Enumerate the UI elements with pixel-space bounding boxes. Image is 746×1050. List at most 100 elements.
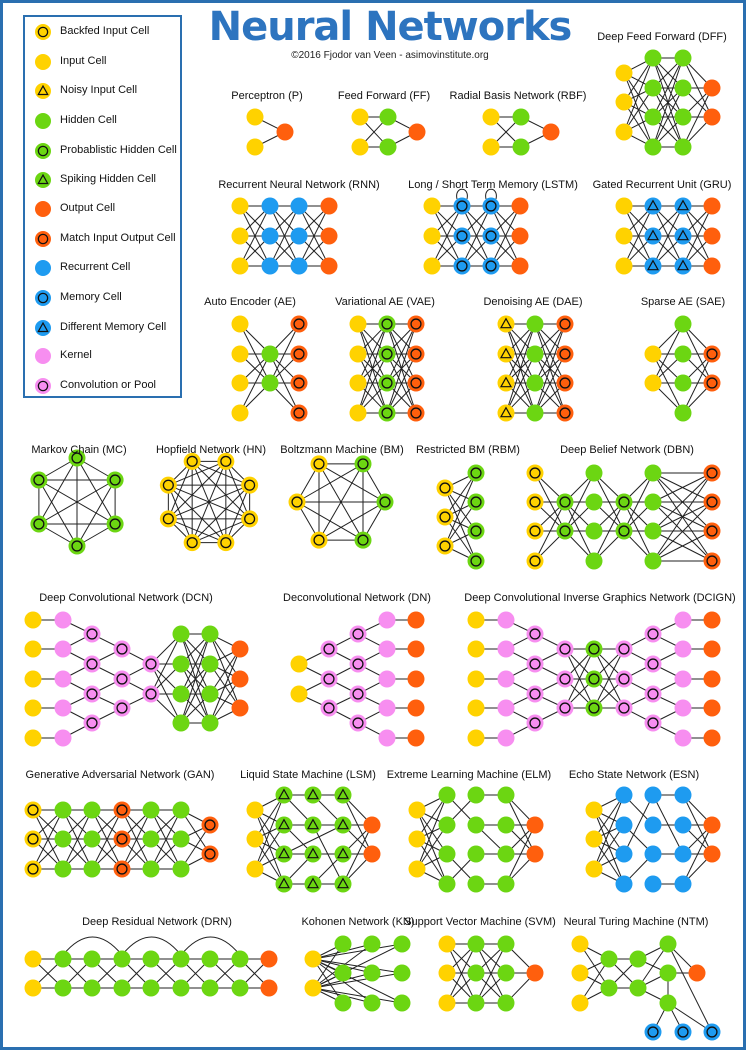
cell-hidden	[334, 935, 352, 953]
cell-input-triangle	[497, 404, 515, 422]
cell-input	[304, 950, 322, 968]
network-title-svm: Support Vector Machine (SVM)	[404, 916, 556, 928]
cell-output-circle	[35, 231, 51, 247]
legend-item: Different Memory Cell	[33, 318, 183, 338]
cell-hidden-circle	[30, 471, 48, 489]
cell-recurrent-circle	[453, 227, 471, 245]
cell-kernel-circle	[320, 640, 338, 658]
cell-hidden-triangle	[35, 172, 51, 188]
network-title-ff: Feed Forward (FF)	[338, 90, 430, 102]
cell-hidden	[585, 552, 603, 570]
cell-hidden	[512, 138, 530, 156]
cell-input	[467, 670, 485, 688]
cell-kernel-circle	[644, 714, 662, 732]
cell-kernel-circle	[349, 714, 367, 732]
cell-input	[231, 227, 249, 245]
cell-hidden	[363, 935, 381, 953]
cell-output-circle	[407, 374, 425, 392]
cell-hidden-circle	[467, 522, 485, 540]
cell-output	[526, 845, 544, 863]
cell-kernel	[674, 640, 692, 658]
cell-input	[231, 315, 249, 333]
cell-output	[363, 816, 381, 834]
cell-kernel-circle	[644, 655, 662, 673]
cell-hidden	[363, 964, 381, 982]
cell-output	[688, 964, 706, 982]
cell-output	[320, 197, 338, 215]
cell-recurrent	[261, 257, 279, 275]
cell-input	[290, 655, 308, 673]
cell-input-circle	[310, 531, 328, 549]
cell-hidden	[467, 845, 485, 863]
cell-output	[511, 257, 529, 275]
cell-input	[231, 345, 249, 363]
cell-input	[24, 611, 42, 629]
network-title-elm: Extreme Learning Machine (ELM)	[387, 769, 551, 781]
cell-hidden	[172, 950, 190, 968]
cell-hidden	[644, 464, 662, 482]
network-title-dcign: Deep Convolutional Inverse Graphics Netw…	[464, 592, 735, 604]
cell-output	[407, 670, 425, 688]
legend-label: Kernel	[60, 349, 92, 361]
cell-kernel	[54, 640, 72, 658]
cell-recurrent-circle	[482, 197, 500, 215]
cell-hidden-triangle	[334, 875, 352, 893]
cell-input	[351, 108, 369, 126]
cell-kernel-circle	[349, 655, 367, 673]
cell-recurrent-triangle	[674, 197, 692, 215]
poster-credit: ©2016 Fjodor van Veen - asimovinstitute.…	[291, 50, 489, 61]
cell-kernel	[497, 640, 515, 658]
cell-hidden	[201, 625, 219, 643]
legend: Backfed Input Cell Input Cell Noisy Inpu…	[23, 15, 182, 398]
cell-output	[407, 699, 425, 717]
cell-recurrent-circle	[453, 197, 471, 215]
cell-hidden	[334, 964, 352, 982]
cell-hidden	[172, 801, 190, 819]
cell-kernel-circle	[113, 640, 131, 658]
cell-input	[467, 640, 485, 658]
cell-hidden	[172, 860, 190, 878]
cell-hidden	[393, 964, 411, 982]
cell-hidden	[172, 979, 190, 997]
cell-kernel-circle	[556, 699, 574, 717]
legend-label: Input Cell	[60, 55, 107, 67]
legend-item: Kernel	[33, 346, 183, 366]
cell-recurrent	[674, 816, 692, 834]
cell-hidden	[83, 950, 101, 968]
cell-input	[349, 404, 367, 422]
cell-hidden	[113, 979, 131, 997]
cell-input	[349, 345, 367, 363]
cell-recurrent	[261, 197, 279, 215]
cell-hidden	[674, 138, 692, 156]
cell-hidden	[261, 345, 279, 363]
cell-input	[408, 830, 426, 848]
cell-recurrent	[261, 227, 279, 245]
cell-input	[24, 699, 42, 717]
cell-output	[231, 640, 249, 658]
network-title-lsm: Liquid State Machine (LSM)	[240, 769, 376, 781]
cell-input	[467, 611, 485, 629]
cell-input	[467, 729, 485, 747]
cell-input	[349, 315, 367, 333]
cell-input-circle	[35, 24, 51, 40]
cell-output-circle	[703, 374, 721, 392]
cell-input	[24, 640, 42, 658]
cell-hidden	[526, 374, 544, 392]
backfed-input-cell-icon	[35, 24, 51, 40]
cell-output-circle	[113, 860, 131, 878]
kernel-icon	[35, 348, 51, 364]
output-cell-icon	[35, 201, 51, 217]
cell-output	[526, 964, 544, 982]
cell-hidden	[172, 655, 190, 673]
cell-hidden	[629, 950, 647, 968]
cell-hidden	[379, 138, 397, 156]
cell-output-circle	[703, 552, 721, 570]
cell-hidden	[467, 935, 485, 953]
network-title-drn: Deep Residual Network (DRN)	[82, 916, 232, 928]
legend-label: Noisy Input Cell	[60, 84, 138, 96]
cell-output	[363, 845, 381, 863]
cell-kernel	[497, 699, 515, 717]
cell-input	[615, 257, 633, 275]
cell-hidden-circle	[106, 471, 124, 489]
cell-input	[246, 860, 264, 878]
